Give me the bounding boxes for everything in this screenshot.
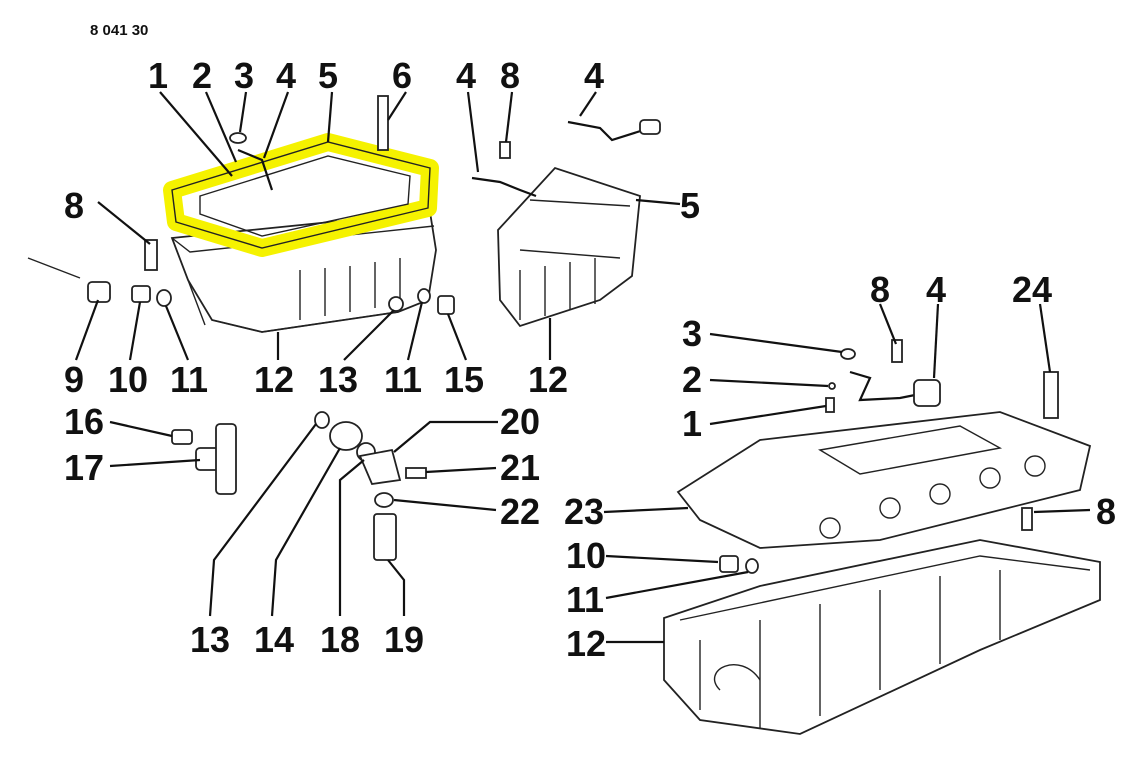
fitting-19 (373, 513, 397, 561)
leaders-right (603, 303, 1091, 644)
tee-body (215, 423, 237, 495)
washer-3 (229, 132, 247, 144)
callout-c19: 19 (384, 619, 424, 660)
strainer-right (913, 379, 941, 407)
cover-plate-23 (676, 411, 1092, 549)
callout-d24: 24 (1012, 269, 1052, 310)
leaders-centre (109, 420, 498, 617)
callout-b4b: 4 (584, 55, 604, 96)
callout-d11: 11 (566, 579, 604, 620)
ring-13 (388, 296, 404, 312)
screw-21 (405, 467, 427, 479)
drain-plug-9 (87, 281, 111, 303)
stud-6 (377, 95, 389, 151)
callout-b8: 8 (500, 55, 520, 96)
callout-c13: 13 (190, 619, 230, 660)
plug-15 (437, 295, 455, 315)
leaders-top-left (74, 91, 468, 361)
callout-c22: 22 (500, 491, 540, 532)
callout-d10: 10 (566, 535, 606, 576)
callout-b5: 5 (680, 185, 700, 226)
callout-d23: 23 (564, 491, 604, 532)
callout-a3: 3 (234, 55, 254, 96)
callout-d4: 4 (926, 269, 946, 310)
callout-a9: 9 (64, 359, 84, 400)
tube-fitting (639, 119, 661, 135)
bolt-8-middle (499, 141, 511, 159)
callout-b12: 12 (528, 359, 568, 400)
callout-d12: 12 (566, 623, 606, 664)
callout-d8: 8 (870, 269, 890, 310)
callout-a15: 15 (444, 359, 484, 400)
callout-a5: 5 (318, 55, 338, 96)
callout-a6: 6 (392, 55, 412, 96)
washer-11 (156, 289, 172, 307)
small-parts-centre (171, 411, 427, 561)
callout-a10: 10 (108, 359, 148, 400)
washer-11-right (745, 558, 759, 574)
callout-a4: 4 (276, 55, 296, 96)
callout-c16: 16 (64, 401, 104, 442)
washer-22 (374, 492, 394, 508)
callout-a11b: 11 (384, 359, 422, 400)
o-ring-13 (314, 411, 330, 429)
housing-20 (358, 448, 402, 485)
plug-10-right (719, 555, 739, 573)
screw-2-right (828, 382, 836, 390)
washer-3-right (840, 348, 856, 360)
callout-c20: 20 (500, 401, 540, 442)
oil-tube-top (567, 120, 651, 142)
callout-a2: 2 (192, 55, 212, 96)
callout-c21: 21 (500, 447, 540, 488)
callout-c18: 18 (320, 619, 360, 660)
sensor-ghost (27, 257, 81, 279)
callout-labels: 1 2 3 4 5 6 8 9 10 11 12 13 11 15 4 8 4 … (64, 55, 1116, 664)
bolt-8-right (891, 339, 903, 363)
oil-pan-right (663, 539, 1101, 735)
washer-11b (417, 288, 431, 304)
leaders-top-middle (466, 91, 681, 360)
callout-d8b: 8 (1096, 491, 1116, 532)
oil-pan-middle (497, 166, 641, 328)
bolt-1-right (825, 397, 835, 413)
callout-c14: 14 (254, 619, 294, 660)
callout-a11: 11 (170, 359, 208, 400)
callout-a8: 8 (64, 185, 84, 226)
callout-a13: 13 (318, 359, 358, 400)
callout-d1: 1 (682, 403, 702, 444)
callout-d2: 2 (682, 359, 702, 400)
bolt-8-right-b (1021, 507, 1033, 531)
oil-tube-middle (471, 176, 537, 198)
bolt-8 (144, 239, 158, 271)
callout-b4: 4 (456, 55, 476, 96)
callout-a12: 12 (254, 359, 294, 400)
callout-d3: 3 (682, 313, 702, 354)
drawing-number: 8 041 30 (90, 22, 149, 39)
plug-10 (131, 285, 151, 303)
bolt-24 (1043, 371, 1059, 419)
callout-a1: 1 (148, 55, 168, 96)
housing-14 (329, 421, 363, 451)
oil-tube-left (237, 148, 274, 191)
callout-c17: 17 (64, 447, 104, 488)
fitting-16 (171, 429, 193, 445)
oil-tube-right (849, 370, 921, 402)
